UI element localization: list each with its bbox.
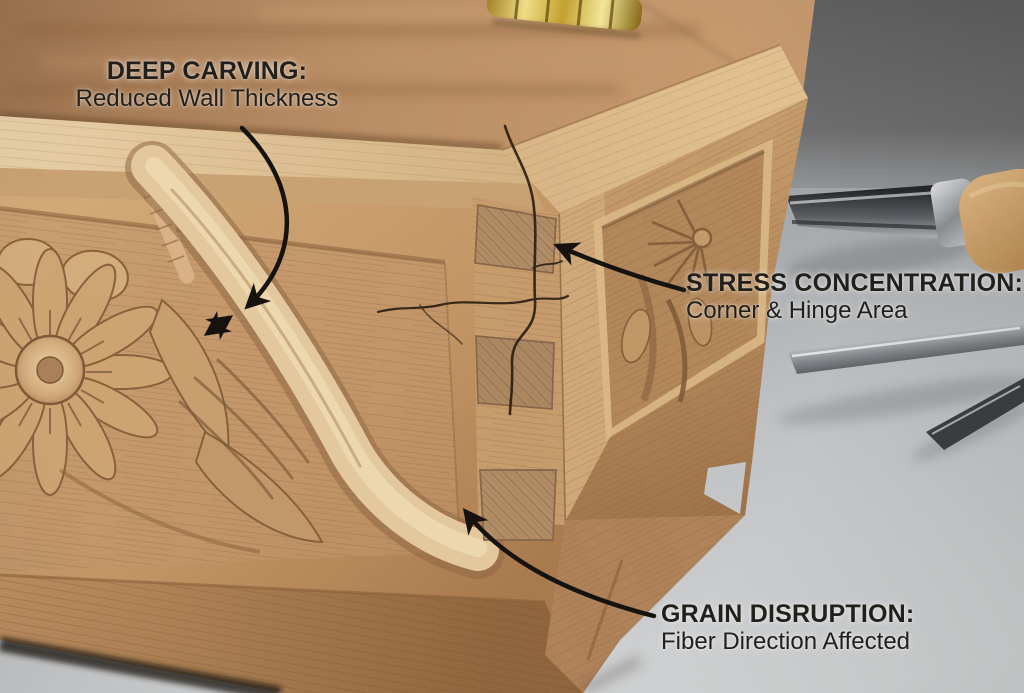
grain-disruption-label: GRAIN DISRUPTION: Fiber Direction Affect… bbox=[661, 600, 915, 656]
deep-carving-label: DEEP CARVING: Reduced Wall Thickness bbox=[47, 57, 367, 113]
stress-concentration-arrow-icon bbox=[553, 242, 687, 293]
grain-disruption-title: GRAIN DISRUPTION: bbox=[661, 600, 915, 628]
grain-disruption-arrow-icon bbox=[462, 508, 657, 619]
deep-carving-subtitle: Reduced Wall Thickness bbox=[75, 85, 339, 112]
deep-carving-title: DEEP CARVING: bbox=[106, 57, 308, 85]
corner-finger-joints bbox=[472, 196, 568, 541]
deep-carving-arrow-icon bbox=[239, 125, 290, 310]
stress-concentration-subtitle: Corner & Hinge Area bbox=[686, 297, 908, 324]
annotation-arrows bbox=[203, 125, 687, 619]
grain-disruption-subtitle: Fiber Direction Affected bbox=[661, 628, 911, 655]
stress-concentration-title: STRESS CONCENTRATION: bbox=[686, 269, 1024, 297]
stress-concentration-label: STRESS CONCENTRATION: Corner & Hinge Are… bbox=[686, 269, 1024, 325]
wall-thickness-double-arrow-icon bbox=[203, 311, 234, 340]
